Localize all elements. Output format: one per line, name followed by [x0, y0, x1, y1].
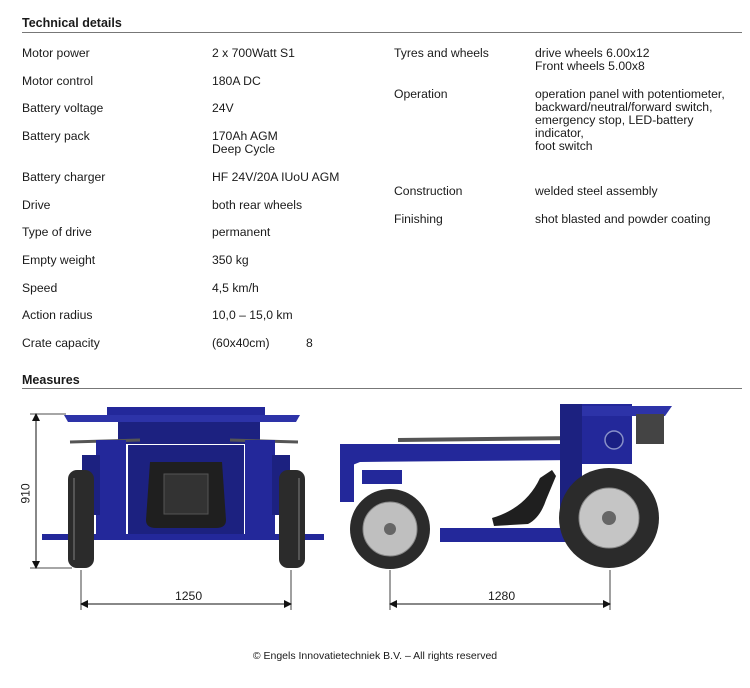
spec-label: Empty weight: [22, 253, 96, 267]
height-dimension-label: 910: [18, 483, 33, 504]
spec-label: Construction: [394, 184, 463, 198]
spec-value: 24V: [212, 101, 234, 115]
spec-label: Battery charger: [22, 170, 106, 184]
spec-label: Type of drive: [22, 225, 92, 239]
spec-value: permanent: [212, 225, 271, 239]
spec-label: Action radius: [22, 308, 93, 322]
copyright-footer: © Engels Innovatietechniek B.V. – All ri…: [252, 650, 498, 662]
spec-label: Battery voltage: [22, 101, 104, 115]
spec-label: Motor power: [22, 46, 90, 60]
spec-value: shot blasted and powder coating: [535, 212, 711, 226]
spec-label: Motor control: [22, 74, 94, 88]
side-length-dimension-label: 1280: [488, 589, 516, 603]
side-view-vehicle: [340, 404, 672, 569]
spec-extra-value: 8: [306, 336, 313, 350]
spec-value: welded steel assembly: [535, 184, 658, 198]
spec-value: 180A DC: [212, 74, 261, 88]
spec-label: Crate capacity: [22, 336, 100, 350]
side-length-dimension-line: [389, 570, 611, 610]
measures-heading: Measures: [22, 373, 80, 387]
height-dimension-line: [30, 413, 72, 569]
spec-label: Battery pack: [22, 129, 90, 143]
spec-label: Tyres and wheels: [394, 46, 489, 60]
spec-value: 4,5 km/h: [212, 281, 259, 295]
spec-value: 10,0 – 15,0 km: [212, 308, 293, 322]
spec-value: HF 24V/20A IUoU AGM: [212, 170, 340, 184]
spec-value: 170Ah AGM Deep Cycle: [212, 129, 278, 156]
front-width-dimension-line: [80, 570, 292, 610]
spec-label: Drive: [22, 198, 51, 212]
spec-value: (60x40cm): [212, 336, 270, 350]
spec-value: drive wheels 6.00x12 Front wheels 5.00x8: [535, 46, 650, 73]
spec-label: Speed: [22, 281, 58, 295]
technical-details-heading: Technical details: [22, 16, 122, 30]
spec-value: operation panel with potentiometer, back…: [535, 87, 725, 153]
spec-label: Operation: [394, 87, 448, 101]
spec-value: both rear wheels: [212, 198, 303, 212]
spec-value: 350 kg: [212, 253, 249, 267]
front-width-dimension-label: 1250: [175, 589, 203, 603]
heading-rule: [22, 32, 742, 33]
spec-label: Finishing: [394, 212, 443, 226]
spec-value: 2 x 700Watt S1: [212, 46, 295, 60]
measures-rule: [22, 388, 742, 389]
front-view-vehicle: [42, 407, 324, 568]
